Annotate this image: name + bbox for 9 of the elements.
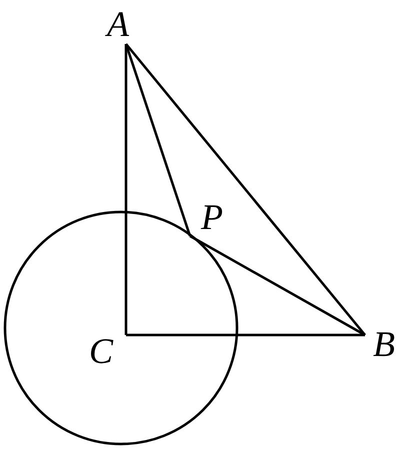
line-segment [125,43,366,336]
point-label: A [103,6,133,42]
line-segment [124,44,128,335]
line-segment [124,44,192,236]
line-segment [189,234,366,336]
line-segment [126,334,365,336]
point-label: P [197,199,227,235]
point-label: C [86,333,116,369]
point-label: B [368,326,400,362]
